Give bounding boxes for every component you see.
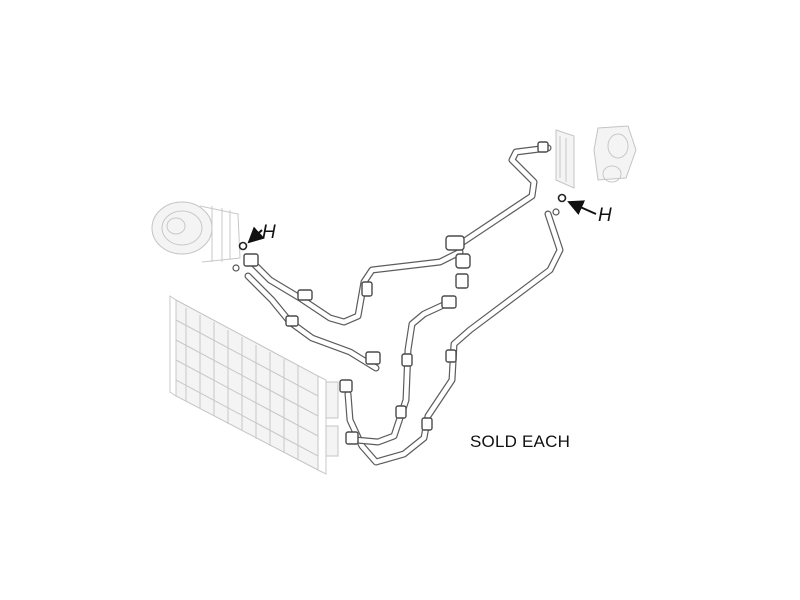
oring-seal-right <box>552 193 567 216</box>
evaporator-illustration <box>555 125 637 189</box>
callout-label-h-left: H <box>262 222 276 243</box>
line-fittings <box>243 141 549 445</box>
callout-arrow-right <box>567 200 597 215</box>
refrigerant-lines <box>244 144 564 466</box>
sold-each-note: SOLD EACH <box>470 432 571 451</box>
callout-label-h-right: H <box>598 205 612 226</box>
condenser-illustration <box>169 295 339 475</box>
callout-arrow-left <box>247 226 265 244</box>
oring-seal-left <box>232 241 248 272</box>
compressor-illustration <box>151 201 241 263</box>
